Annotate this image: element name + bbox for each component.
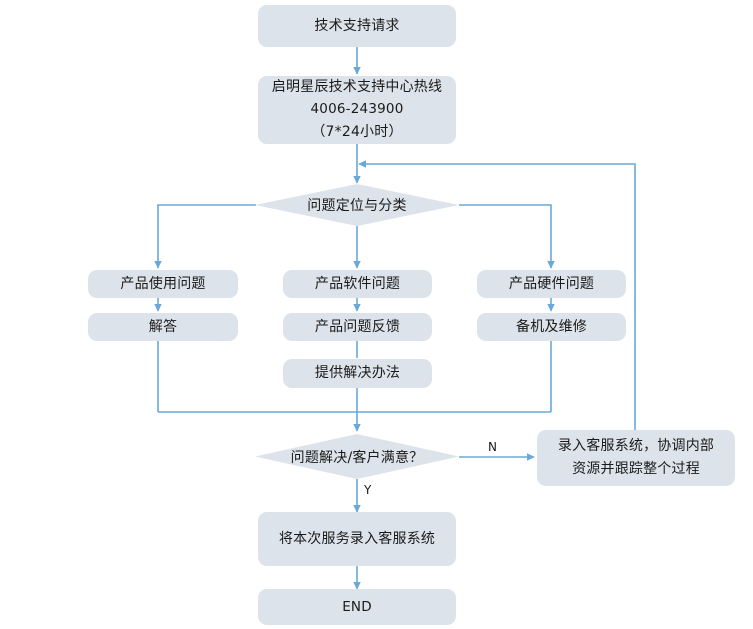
node-escalate-line1: 录入客服系统，协调内部 — [557, 438, 715, 455]
node-record-service[interactable]: 将本次服务录入客服系统 — [258, 512, 456, 566]
node-problem-feedback-label: 产品问题反馈 — [314, 318, 401, 335]
node-hardware-issue-label: 产品硬件问题 — [508, 275, 595, 292]
node-end[interactable]: END — [258, 589, 456, 625]
node-problem-feedback[interactable]: 产品问题反馈 — [283, 313, 432, 341]
node-hotline-phone: 4006-243900 — [310, 101, 404, 118]
edge-triage-to-usage — [154, 204, 256, 269]
node-request-label: 技术支持请求 — [314, 17, 400, 34]
edge-label-no: N — [488, 440, 497, 454]
node-answer[interactable]: 解答 — [88, 313, 238, 341]
edge-label-yes: Y — [364, 483, 372, 497]
node-resolved-check[interactable]: 问题解决/客户满意？ — [255, 434, 459, 479]
node-hardware-issue[interactable]: 产品硬件问题 — [477, 270, 626, 298]
node-end-label: END — [342, 598, 372, 615]
node-provide-solution-label: 提供解决办法 — [314, 365, 401, 381]
node-spare-repair[interactable]: 备机及维修 — [477, 313, 626, 341]
node-software-issue-label: 产品软件问题 — [314, 275, 401, 292]
node-hotline-line1: 启明星辰技术支持中心热线 — [271, 79, 443, 96]
node-software-issue[interactable]: 产品软件问题 — [283, 270, 432, 298]
node-spare-repair-label: 备机及维修 — [516, 318, 587, 335]
node-hotline[interactable]: 启明星辰技术支持中心热线 4006-243900 （7*24小时） — [258, 76, 456, 144]
node-record-service-label: 将本次服务录入客服系统 — [278, 530, 436, 547]
node-triage-label: 问题定位与分类 — [307, 198, 407, 214]
node-escalate-line2: 资源并跟踪整个过程 — [572, 461, 700, 477]
resolved-diamond-shape — [255, 434, 459, 479]
node-hotline-hours: （7*24小时） — [311, 123, 403, 140]
node-provide-solution[interactable]: 提供解决办法 — [283, 359, 432, 388]
node-usage-issue[interactable]: 产品使用问题 — [88, 270, 238, 298]
node-answer-label: 解答 — [148, 318, 178, 335]
node-triage[interactable]: 问题定位与分类 — [255, 184, 459, 226]
edge-triage-to-hardware — [459, 204, 555, 269]
node-request[interactable]: 技术支持请求 — [258, 5, 456, 47]
node-usage-issue-label: 产品使用问题 — [120, 275, 206, 292]
node-escalate[interactable]: 录入客服系统，协调内部 资源并跟踪整个过程 — [537, 430, 735, 486]
node-resolved-check-label: 问题解决/客户满意？ — [290, 449, 424, 466]
